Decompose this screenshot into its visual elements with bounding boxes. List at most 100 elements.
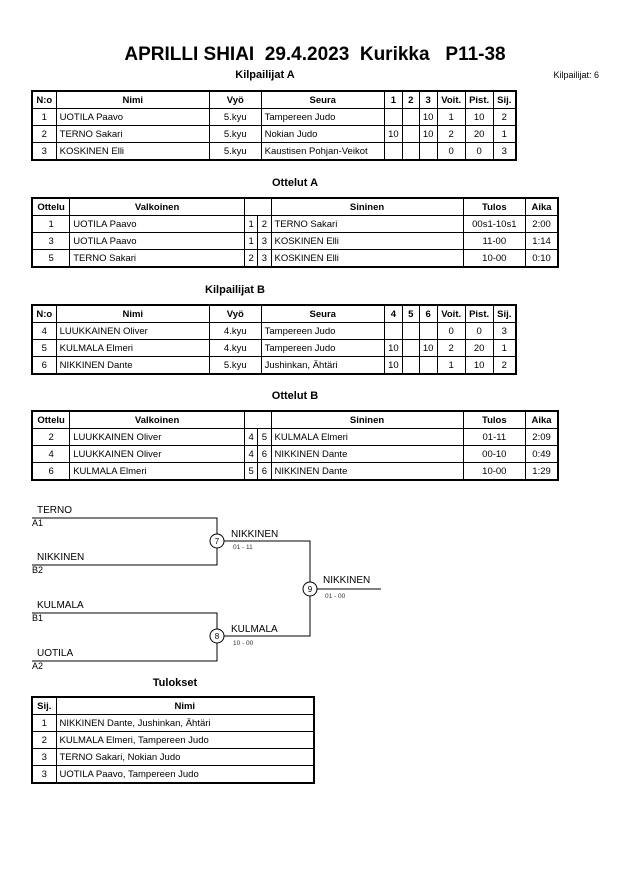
table-cell: 6 (257, 462, 272, 481)
table-cell: 10 (418, 339, 438, 357)
table-cell: TERNO Sakari (55, 125, 210, 143)
table-cell: 10 (383, 125, 404, 143)
table-cell: UOTILA Paavo, Tampereen Judo (55, 765, 315, 784)
table-cell: TERNO Sakari (69, 249, 245, 268)
table-cell: 20 (464, 339, 494, 357)
table-cell: KULMALA Elmeri, Tampereen Judo (55, 731, 315, 749)
table-cell: 6 (31, 356, 57, 375)
table-cell: Tampereen Judo (260, 339, 385, 357)
table-cell: 1 (31, 714, 57, 732)
table-cell (418, 142, 438, 161)
table-cell: 0 (436, 142, 466, 161)
table-cell: UOTILA Paavo (69, 232, 245, 250)
table-cell: 10-00 (462, 462, 527, 481)
table-cell: NIKKINEN Dante (270, 445, 464, 463)
table-cell: 6 (31, 462, 71, 481)
table-cell: 10 (464, 356, 494, 375)
final-winner: NIKKINEN (323, 575, 370, 586)
table-cell: 3 (31, 765, 57, 784)
results-header-row: Sij.Nimi (31, 696, 315, 715)
table-cell: NIKKINEN Dante (270, 462, 464, 481)
column-header: Sij. (492, 90, 517, 109)
semi2-bottom-seed: A2 (32, 661, 43, 671)
table-cell (383, 142, 404, 161)
table-cell: 5.kyu (208, 142, 262, 161)
table-cell: 00-10 (462, 445, 527, 463)
table-cell: 3 (31, 748, 57, 766)
competitor-count: Kilpailijat: 6 (553, 70, 599, 80)
semi2-winner: KULMALA (231, 624, 278, 635)
match-8-circle (209, 628, 225, 644)
table-cell: KOSKINEN Elli (270, 249, 464, 268)
table-cell: 5 (31, 339, 57, 357)
table-cell: 10 (383, 339, 404, 357)
table-cell: 3 (257, 249, 272, 268)
semi1-score: 01 - 11 (233, 544, 253, 551)
match-8-number: 8 (215, 632, 220, 641)
table-cell: KOSKINEN Elli (270, 232, 464, 250)
semi1-winner: NIKKINEN (231, 529, 278, 540)
pool-b-heading: Kilpailijat B (205, 284, 265, 296)
semi2-bottom-name: UOTILA (37, 648, 73, 659)
table-cell: KOSKINEN Elli (55, 142, 210, 161)
final-score: 01 - 00 (325, 593, 346, 600)
table-cell: NIKKINEN Dante (55, 356, 210, 375)
table-cell: 5.kyu (208, 356, 262, 375)
semi1-bottom-seed: B2 (32, 565, 43, 575)
table-cell: 3 (257, 232, 272, 250)
match-9-circle (302, 581, 318, 597)
pool-a-heading: Kilpailijat A (235, 69, 295, 81)
table-cell: 10 (383, 356, 404, 375)
table-cell: TERNO Sakari, Nokian Judo (55, 748, 315, 766)
table-cell: KULMALA Elmeri (55, 339, 210, 357)
semi2-score: 10 - 00 (233, 640, 254, 647)
table-cell: NIKKINEN Dante, Jushinkan, Ähtäri (55, 714, 315, 732)
table-cell: 20 (464, 125, 494, 143)
column-header: 1 (383, 90, 404, 109)
table-cell: 1:14 (525, 232, 559, 250)
table-cell: 2 (243, 249, 259, 268)
table-cell: 0:49 (525, 445, 559, 463)
table-cell: 2 (492, 356, 517, 375)
table-cell: 3 (492, 142, 517, 161)
semi1-bottom-name: NIKKINEN (37, 552, 84, 563)
semi2-top-seed: B1 (32, 613, 43, 623)
table-cell: 10 (418, 125, 438, 143)
table-cell: 6 (257, 445, 272, 463)
semi1-top-name: TERNO (37, 505, 72, 516)
page-title: APRILLI SHIAI 29.4.2023 Kurikka P11-38 (124, 44, 506, 65)
column-header: Sij. (31, 696, 57, 715)
table-cell: 0:10 (525, 249, 559, 268)
match-9-number: 9 (308, 585, 313, 594)
table-cell: 3 (31, 142, 57, 161)
semi1-top-seed: A1 (32, 518, 43, 528)
table-cell: 0 (464, 142, 494, 161)
table-cell: 1 (492, 125, 517, 143)
table-cell: 1 (492, 339, 517, 357)
table-cell (418, 356, 438, 375)
table-cell: 1 (243, 232, 259, 250)
